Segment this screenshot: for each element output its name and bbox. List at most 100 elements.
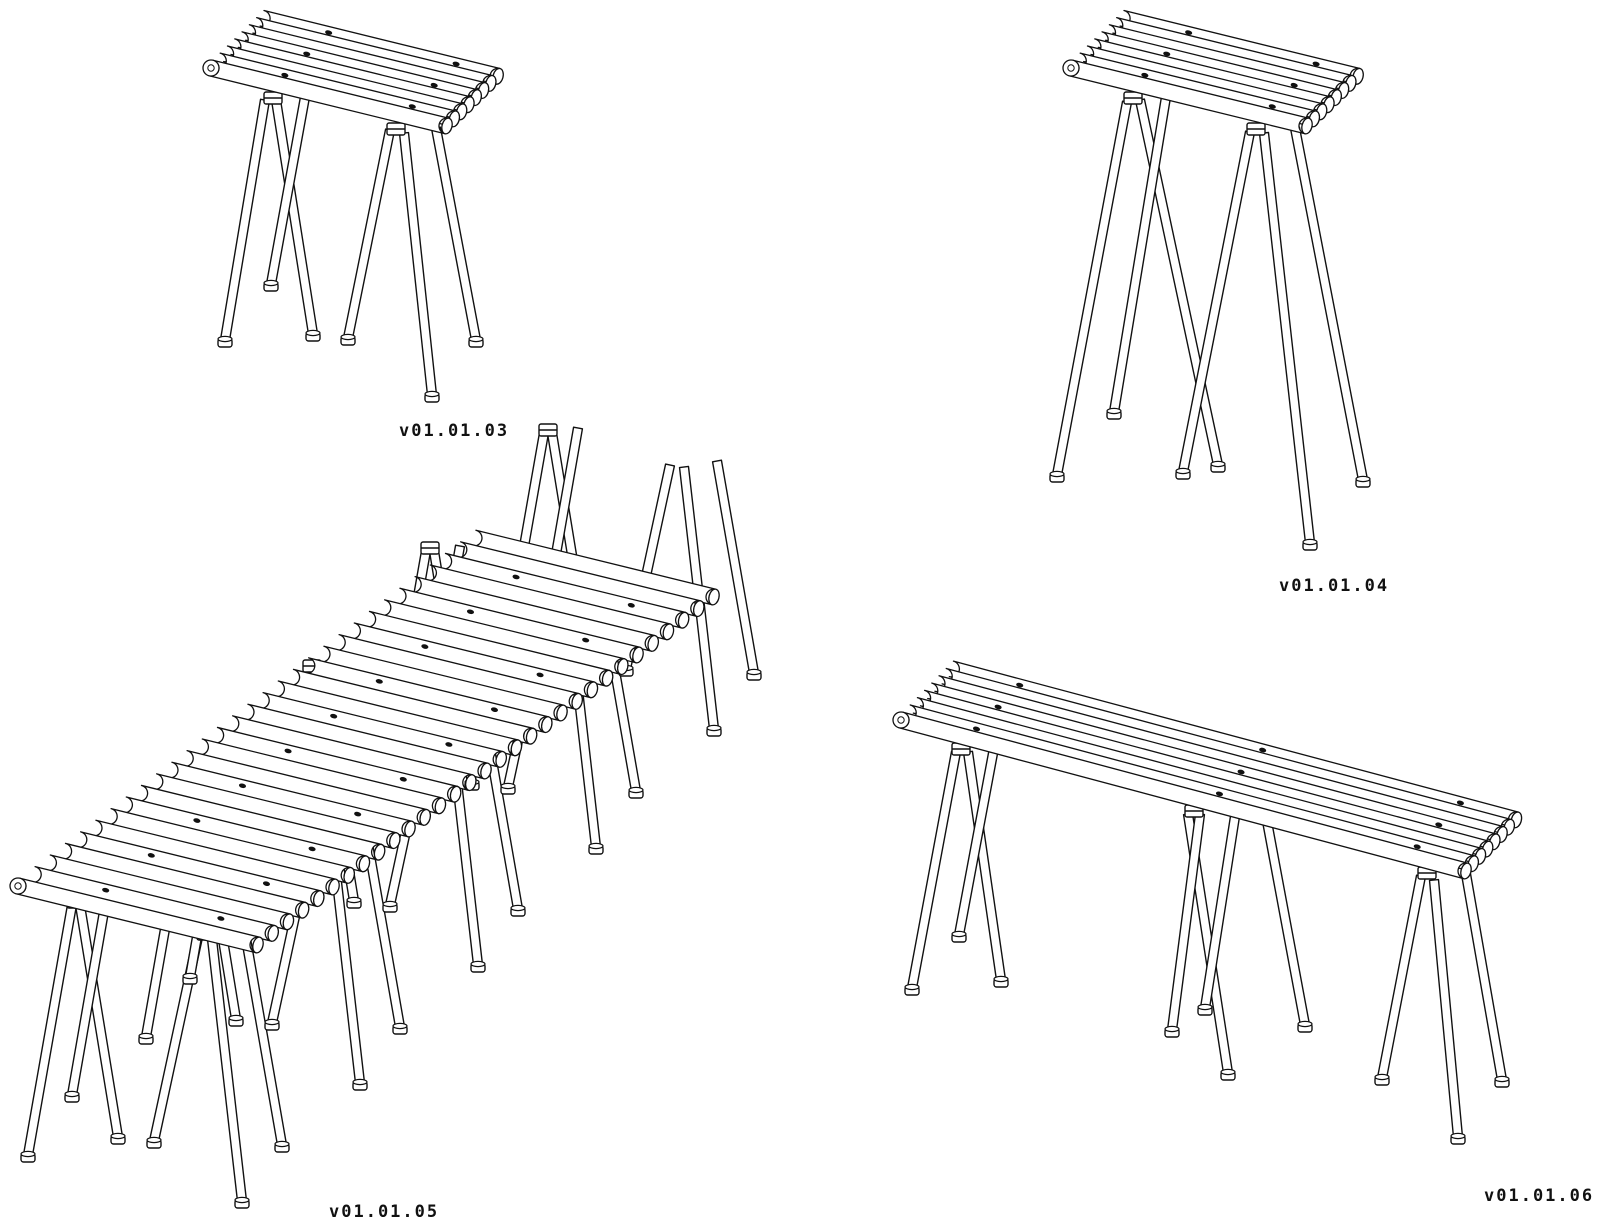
leg-tube: [1376, 874, 1427, 1080]
slat-bolt: [325, 30, 333, 35]
slat-end: [404, 820, 416, 838]
slat-end: [328, 878, 340, 896]
slat-bolt: [972, 726, 981, 732]
foot-cap: [951, 930, 967, 938]
variant-label-v01-01-05: v01.01.05: [329, 1202, 440, 1222]
bench-v01-01-04: [1049, 9, 1371, 551]
slat-end: [441, 117, 453, 135]
foot-cap: [588, 842, 604, 850]
foot-cap: [274, 1140, 290, 1148]
slat-end: [464, 774, 477, 792]
foot-cap: [1106, 407, 1122, 415]
leg-tube: [1051, 100, 1133, 477]
bench-v01-01-03: [202, 9, 504, 403]
hubs-group: [1123, 91, 1266, 136]
slat-end: [373, 843, 386, 861]
leg: [1258, 803, 1313, 1033]
foot-cap: [392, 1022, 408, 1030]
slat: [45, 854, 295, 931]
bench-v01-01-06: [892, 660, 1523, 1145]
slat: [425, 564, 675, 641]
slat: [334, 633, 584, 710]
slat: [61, 842, 310, 919]
legs-group: [904, 746, 1510, 1145]
foot-cap: [1164, 1025, 1180, 1033]
leg-tube: [1177, 130, 1256, 474]
leg-tube: [22, 903, 78, 1157]
slat-end: [540, 716, 553, 734]
slat-end: [571, 692, 584, 710]
slat-bolt: [1290, 82, 1298, 88]
slat-end: [252, 936, 264, 954]
leg-tube: [906, 750, 962, 990]
slat-bolt: [627, 602, 635, 608]
slat-bolt: [1016, 682, 1024, 688]
leg: [217, 98, 271, 348]
slat: [273, 680, 523, 757]
foot-cap: [1049, 470, 1065, 478]
slat: [441, 552, 690, 629]
variant-label-v01-01-06: v01.01.06: [1484, 1186, 1595, 1206]
slat-bolt: [308, 846, 316, 852]
slat: [289, 668, 538, 745]
foot-cap: [510, 904, 526, 912]
foot-cap: [228, 1014, 244, 1022]
slat-bolt: [466, 609, 475, 615]
slat-end: [480, 762, 492, 780]
slat: [91, 819, 340, 896]
foot-cap: [217, 335, 233, 343]
leg-tube: [1460, 872, 1508, 1082]
foot-cap: [305, 329, 321, 337]
slat-end: [343, 866, 356, 884]
leg-tube: [1166, 812, 1206, 1032]
slat: [152, 773, 401, 850]
foot-cap: [1355, 475, 1371, 483]
leg-tube: [1134, 98, 1224, 467]
leg: [398, 131, 440, 403]
slat-bolt: [421, 644, 429, 649]
slat-bolt: [238, 783, 247, 789]
slat: [167, 761, 416, 838]
bolt-head: [207, 64, 215, 72]
leg: [1049, 100, 1133, 483]
slat-end: [692, 600, 705, 618]
leg-tube: [219, 98, 271, 342]
slat-end: [586, 681, 599, 699]
foot-cap: [263, 279, 279, 287]
slat: [182, 749, 432, 826]
seat-top: [1062, 9, 1364, 135]
leg: [711, 459, 762, 681]
slat: [76, 831, 325, 908]
slat: [121, 796, 371, 873]
leg: [430, 126, 484, 348]
foot-cap: [468, 335, 484, 343]
leg: [74, 903, 126, 1145]
foot-cap: [138, 1032, 154, 1040]
foot-cap: [1175, 467, 1191, 475]
leg: [1134, 98, 1226, 473]
slat-end: [677, 611, 690, 629]
slat: [349, 622, 599, 699]
foot-cap: [1494, 1075, 1510, 1083]
foot-cap: [234, 1196, 250, 1204]
slat-end: [1301, 117, 1313, 135]
legs-group: [217, 95, 484, 403]
slat-end: [267, 924, 280, 942]
slat-end: [632, 646, 644, 664]
foot-cap: [1220, 1068, 1236, 1076]
slat-end: [525, 727, 538, 745]
foot-cap: [20, 1150, 36, 1158]
slat: [197, 738, 447, 815]
foot-cap: [110, 1132, 126, 1140]
slat-bolt: [408, 104, 416, 109]
bolt-head: [897, 716, 905, 724]
legs-group: [1049, 95, 1371, 551]
slat-end: [647, 634, 660, 652]
foot-cap: [346, 896, 362, 904]
foot-cap: [628, 786, 644, 794]
bench-v01-01-05: [9, 423, 762, 1209]
slat: [471, 529, 720, 606]
slat-end: [358, 855, 371, 873]
slat-bolt: [217, 916, 225, 921]
